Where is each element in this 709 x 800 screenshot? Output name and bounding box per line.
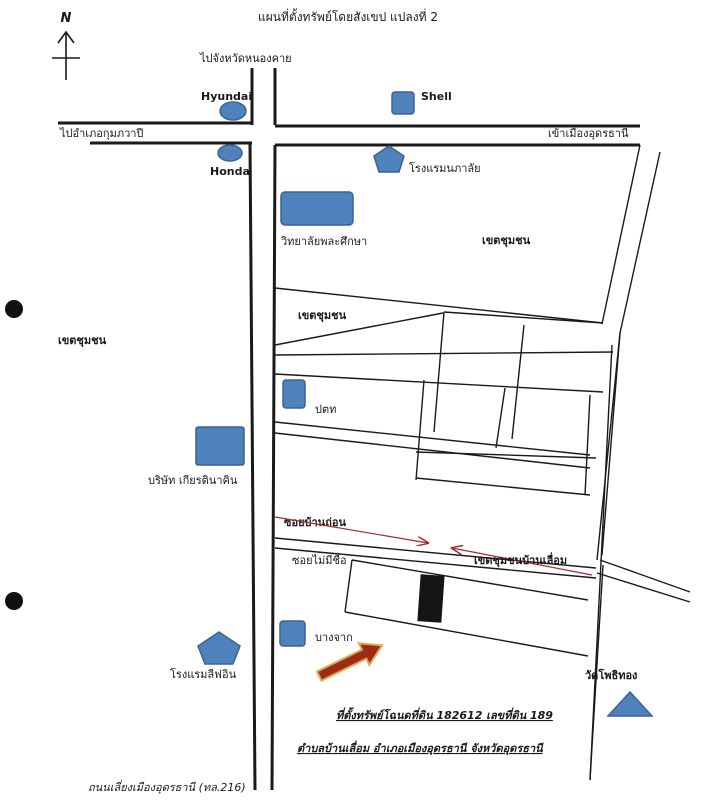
road-label-to-kumphawapi: ไปอำเภอกุมภวาปี bbox=[59, 127, 143, 140]
property-marker bbox=[417, 574, 445, 623]
landmarks bbox=[195, 91, 654, 717]
soi-direction-arrow-west bbox=[452, 548, 593, 576]
label-honda: Honda bbox=[210, 165, 250, 178]
north-arrow-icon bbox=[52, 30, 80, 80]
road-label-soi-no-name: ซอยไม่มีชื่อ bbox=[292, 552, 347, 567]
road-label-to-nongkhai: ไปจังหวัดหนองคาย bbox=[199, 52, 292, 65]
shell-marker-icon bbox=[391, 91, 415, 115]
punch-hole-bottom bbox=[5, 592, 23, 610]
road-label-bypass: ถนนเลี่ยงเมืองอุดรธานี (ทล.216) bbox=[88, 779, 246, 794]
hotel-pralai-marker-icon bbox=[373, 145, 405, 173]
zone-label-community-ban-leam: เขตชุมชนบ้านเลื่อม bbox=[474, 552, 567, 568]
zone-label-community-3: เขตชุมชน bbox=[58, 334, 107, 348]
bypass-west-line bbox=[248, 142, 257, 791]
property-pointer-arrow-icon bbox=[315, 642, 384, 682]
company-marker-icon bbox=[195, 426, 245, 466]
label-wat: วัดโพธิทอง bbox=[585, 668, 637, 682]
ptt-marker-icon bbox=[282, 379, 306, 409]
road-label-soi-ban-tone: ซอยบ้านถ่อน bbox=[284, 516, 346, 529]
honda-marker-icon bbox=[217, 144, 243, 162]
label-college: วิทยาลัยพละศึกษา bbox=[280, 235, 367, 248]
north-label: N bbox=[61, 11, 72, 26]
zone-label-community-1: เขตชุมชน bbox=[482, 234, 531, 248]
wat-marker-icon bbox=[606, 690, 654, 717]
bangchak-marker-icon bbox=[279, 620, 306, 647]
local-roads bbox=[274, 144, 691, 781]
label-shell: Shell bbox=[421, 90, 452, 103]
road-label-to-udon-city: เข้าเมืองอุดรธานี bbox=[548, 127, 629, 140]
soi-direction-arrow-east bbox=[274, 516, 428, 543]
label-bangchak: บางจาก bbox=[315, 631, 353, 644]
label-hotel-lifin: โรงแรมลีฟอิน bbox=[170, 667, 237, 681]
hyundai-marker-icon bbox=[219, 101, 247, 121]
punch-hole-top bbox=[5, 300, 23, 318]
hotel-lifin-marker-icon bbox=[197, 631, 241, 665]
label-hotel-pralai: โรงแรมนภาลัย bbox=[409, 161, 481, 175]
label-hyundai: Hyundai bbox=[201, 90, 252, 103]
page-title: แผนที่ตั้งทรัพย์โดยสังเขป แปลงที่ 2 bbox=[258, 8, 438, 24]
zone-label-community-2: เขตชุมชน bbox=[298, 309, 347, 323]
label-ptt: ปตท bbox=[315, 403, 336, 416]
location-line-1: ที่ตั้งทรัพย์โฉนดที่ดิน 182612 เลขที่ดิน… bbox=[336, 707, 553, 722]
label-company: บริษัท เกียรตินาคิน bbox=[148, 474, 238, 487]
college-marker-icon bbox=[280, 191, 354, 226]
location-line-2: ตำบลบ้านเลื่อม อำเภอเมืองอุดรธานี จังหวั… bbox=[297, 740, 544, 756]
main-roads bbox=[58, 68, 640, 791]
bypass-east-line bbox=[270, 144, 277, 791]
